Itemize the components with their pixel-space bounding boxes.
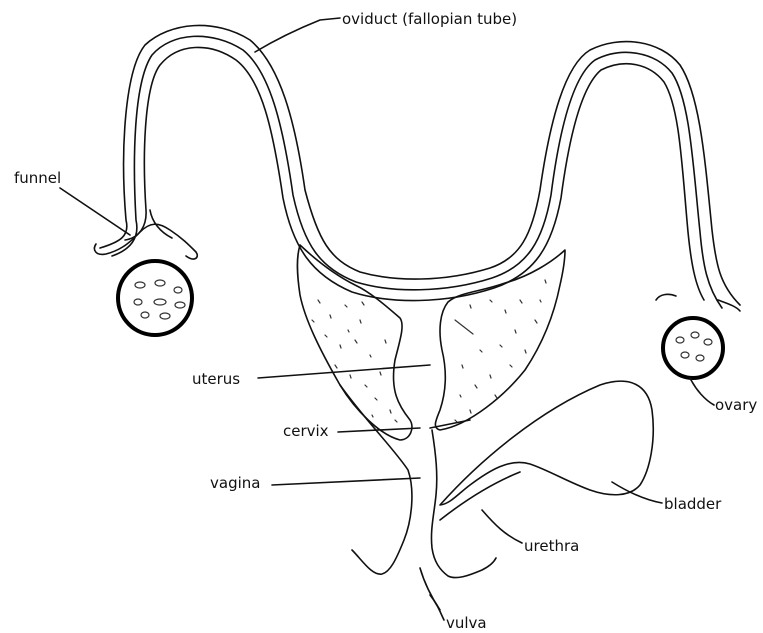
urethra [440,472,520,520]
ovary-right [663,318,723,378]
bladder-leader [612,482,662,503]
uterus-texture [312,280,546,422]
uterus-leader [258,365,430,378]
ovary-leader [690,378,714,405]
label-vulva: vulva [446,614,487,632]
label-uterus: uterus [192,370,240,388]
vulva-leader [430,595,444,620]
label-oviduct: oviduct (fallopian tube) [342,10,517,28]
label-cervix: cervix [283,422,329,440]
leader-lines [60,18,714,620]
funnel-leader [60,188,130,235]
label-vagina: vagina [210,474,260,492]
ovary-left [118,261,192,335]
label-bladder: bladder [664,495,722,513]
oviduct-tube [94,25,740,311]
oviduct-leader [255,18,340,52]
label-funnel: funnel [14,169,61,187]
label-ovary: ovary [715,396,757,414]
label-urethra: urethra [524,537,579,555]
urethra-leader [482,510,522,543]
bladder [440,381,653,505]
vagina-leader [272,478,420,485]
uterus [297,245,565,440]
